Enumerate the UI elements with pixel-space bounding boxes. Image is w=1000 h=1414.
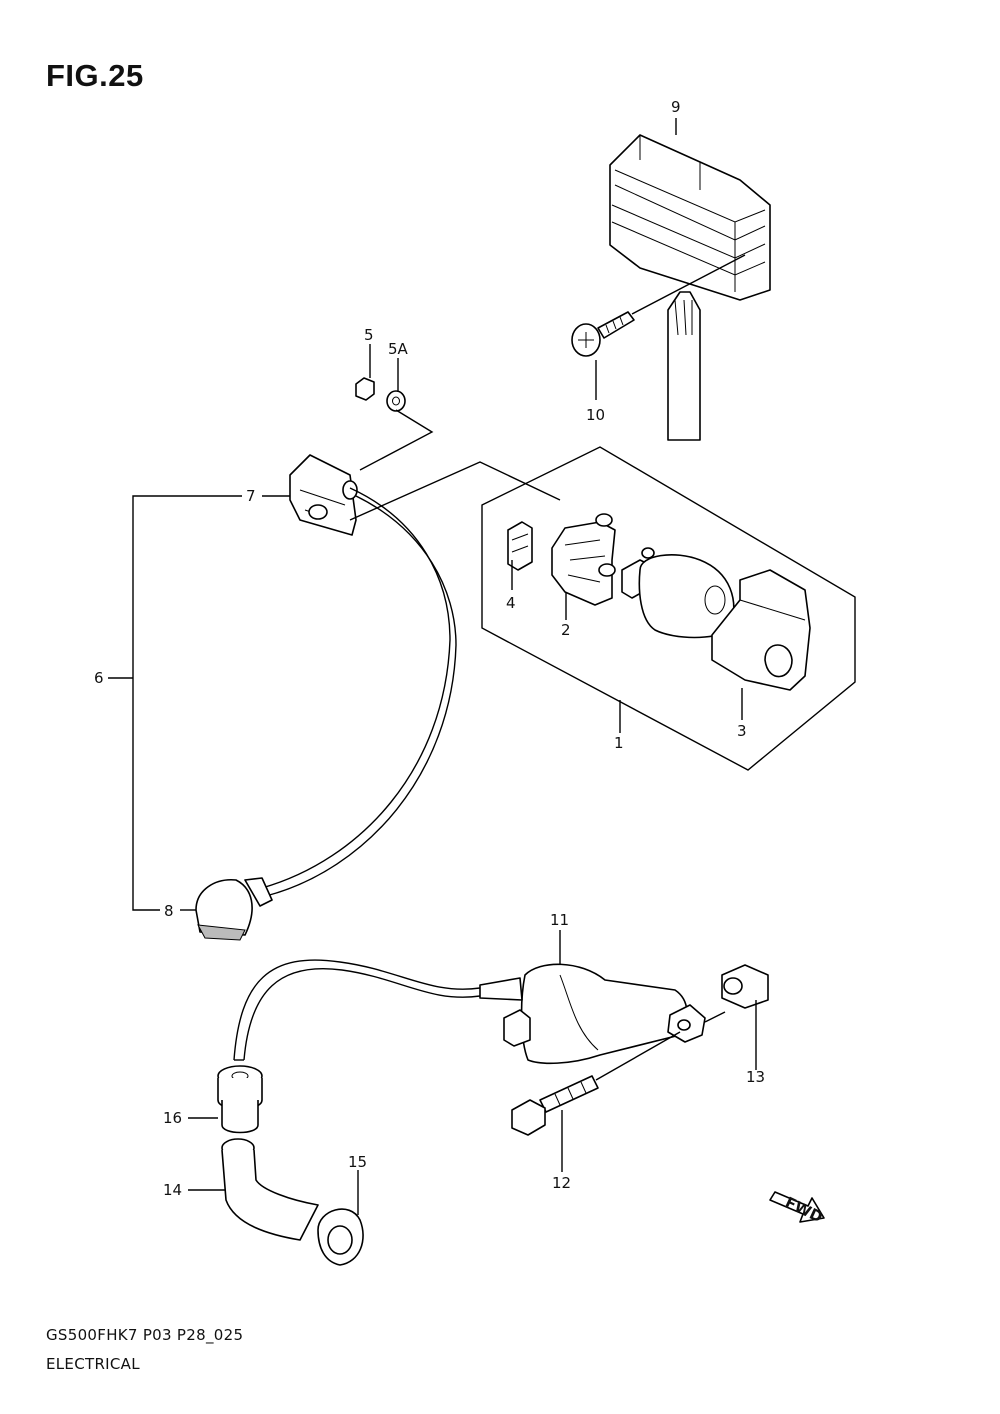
part-5a-washer xyxy=(386,390,406,412)
part-14-elbow xyxy=(221,1138,319,1241)
callout-16: 16 xyxy=(163,1109,182,1127)
fwd-arrow-icon: FWD xyxy=(769,1191,825,1226)
callout-6: 6 xyxy=(94,669,104,687)
part-7-cap xyxy=(289,454,358,536)
part-5-nut xyxy=(355,377,375,401)
callout-10: 10 xyxy=(586,406,605,424)
footer-model-code: GS500FHK7 P03 P28_025 xyxy=(46,1326,244,1344)
part-8-plug-cap xyxy=(195,877,273,941)
part-15-cap xyxy=(317,1208,364,1266)
callout-9: 9 xyxy=(671,98,681,116)
part-9-regulator xyxy=(609,134,771,441)
part-10-bolt xyxy=(571,254,746,357)
footer-section-name: ELECTRICAL xyxy=(46,1355,140,1373)
part-2-switch-body xyxy=(551,513,616,606)
bracket-part-6 xyxy=(132,495,242,911)
part-16-grommet xyxy=(217,1065,263,1134)
callout-labels: 1 2 3 4 5 5A 6 7 8 9 10 11 12 13 14 15 1… xyxy=(94,98,765,1199)
callout-5a: 5A xyxy=(388,340,409,358)
callout-12: 12 xyxy=(552,1174,571,1192)
callout-11: 11 xyxy=(550,911,569,929)
callout-5: 5 xyxy=(364,326,374,344)
callout-15: 15 xyxy=(348,1153,367,1171)
part-12-bolt xyxy=(511,1031,681,1136)
leader-cap-to-assembly xyxy=(349,461,561,521)
part-11-ignition-coil xyxy=(233,959,706,1065)
callout-8: 8 xyxy=(164,902,174,920)
part-3-lock xyxy=(711,569,811,691)
callout-2: 2 xyxy=(561,621,571,639)
callout-7: 7 xyxy=(246,487,256,505)
callout-leaders xyxy=(188,118,757,1215)
callout-14: 14 xyxy=(163,1181,182,1199)
figure-title: FIG.25 xyxy=(46,58,144,93)
part-6-high-tension-cable xyxy=(261,487,457,897)
part-4-clip xyxy=(507,521,533,571)
callout-1: 1 xyxy=(614,734,624,752)
part-13-spacer xyxy=(704,964,769,1023)
callout-4: 4 xyxy=(506,594,516,612)
callout-3: 3 xyxy=(737,722,747,740)
callout-13: 13 xyxy=(746,1068,765,1086)
leader-5a-to-cap xyxy=(359,409,434,471)
part-1-ignition-switch-set xyxy=(481,446,856,771)
